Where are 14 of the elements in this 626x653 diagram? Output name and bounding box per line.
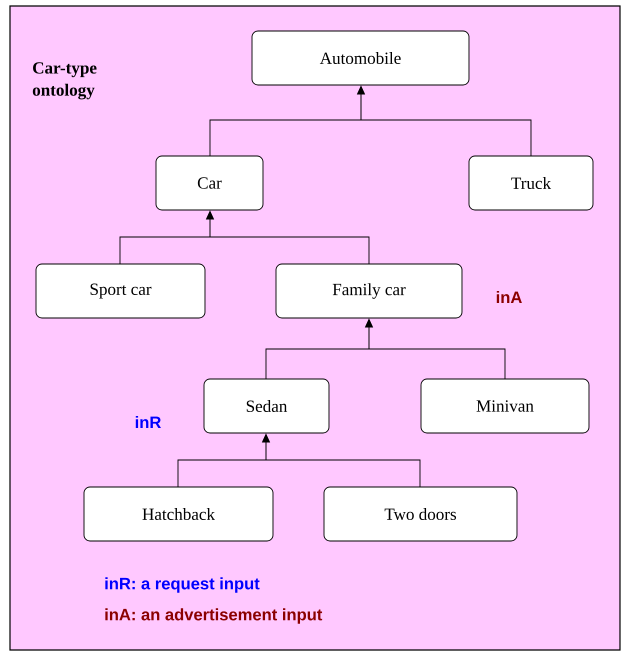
class-box: Sport car bbox=[36, 264, 206, 318]
class-box: Family car bbox=[276, 264, 462, 318]
class-box: Minivan bbox=[420, 378, 590, 434]
title: Car-type ontology bbox=[32, 62, 97, 100]
class-box: Automobile bbox=[252, 30, 470, 86]
annotation: inA bbox=[496, 291, 522, 303]
class-box: Two doors bbox=[324, 486, 518, 542]
annotation: inA: an advertisement input bbox=[105, 608, 322, 624]
annotation: inR bbox=[136, 416, 161, 428]
class-box: Truck bbox=[468, 156, 594, 210]
class-box: Hatchback bbox=[84, 486, 274, 542]
class-box: Sedan bbox=[204, 378, 330, 434]
class-box: Car bbox=[156, 156, 264, 210]
annotation: inR: a request input bbox=[105, 577, 260, 593]
